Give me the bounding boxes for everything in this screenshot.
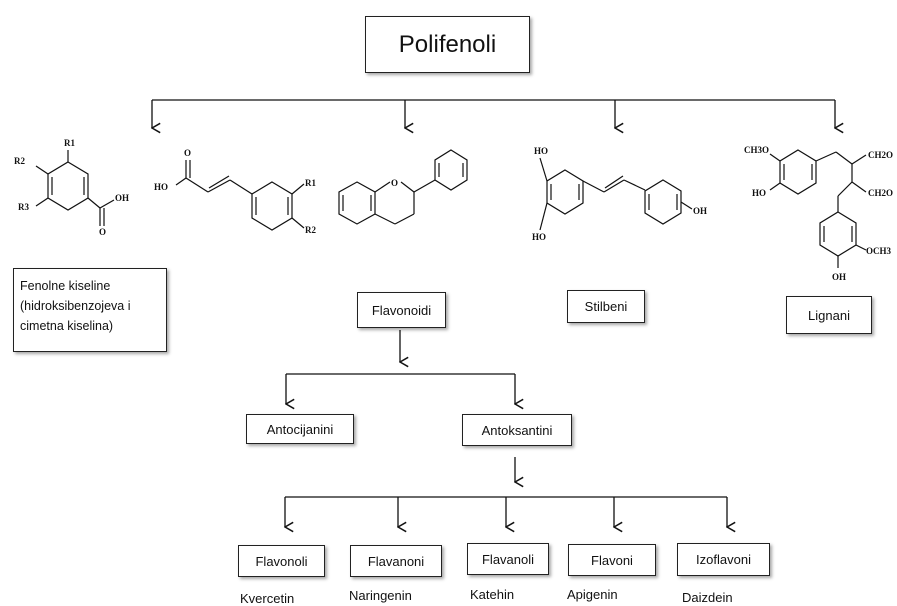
cinnamic-label-r2: R2 [305, 225, 316, 235]
flavonoid-label-o: O [391, 178, 398, 188]
subclass-label: Flavoni [591, 552, 633, 568]
antocijanini-label: Antocijanini [266, 421, 334, 437]
box-lignani: Lignani [786, 296, 872, 334]
benzoic-label-r2: R2 [14, 156, 25, 166]
example-katehin: Katehin [470, 587, 515, 602]
cinnamic-label-r1: R1 [305, 178, 316, 188]
stilbene-label-ho-bottom: HO [532, 232, 546, 242]
root-label: Polifenoli [398, 30, 497, 58]
flavonoid-core-structure [338, 149, 468, 225]
box-stilbeni: Stilbeni [567, 290, 645, 323]
stilbeni-label: Stilbeni [584, 299, 628, 314]
lignan-label-ch2o-top: CH2O [868, 150, 893, 160]
stilbene-label-oh: OH [693, 206, 707, 216]
example-apigenin: Apigenin [567, 587, 618, 602]
example-naringenin: Naringenin [349, 588, 412, 603]
subclass-label: Izoflavoni [696, 552, 751, 567]
stilbene-label-ho-top: HO [534, 146, 548, 156]
lignan-label-ho: HO [752, 188, 766, 198]
example-daizdein: Daizdein [682, 590, 733, 605]
antoksantini-label: Antoksantini [481, 422, 553, 438]
benzoic-label-o: O [99, 227, 106, 237]
lignan-label-och3: OCH3 [866, 246, 892, 256]
subclass-label: Flavanoni [367, 553, 425, 569]
cinnamic-label-o: O [184, 148, 191, 158]
lignan-label-ch3o: CH3O [744, 145, 769, 155]
cinnamic-label-ho: HO [154, 182, 168, 192]
box-subclass-flavanoli: Flavanoli [467, 543, 549, 575]
box-flavonoidi: Flavonoidi [357, 292, 446, 328]
example-kvercetin: Kvercetin [240, 591, 295, 606]
benzoic-acid-structure [35, 150, 115, 226]
flavonoidi-label: Flavonoidi [371, 302, 432, 318]
box-subclass-flavonoli: Flavonoli [238, 545, 325, 577]
box-subclass-flavoni: Flavoni [568, 544, 656, 576]
subclass-label: Flavanoli [481, 551, 535, 567]
lignani-label: Lignani [808, 307, 850, 323]
subclass-label: Flavonoli [255, 553, 308, 569]
phenolic-acids-label: Fenolne kiseline (hidroksibenzojeva i ci… [20, 279, 131, 333]
box-subclass-flavanoni: Flavanoni [350, 545, 442, 577]
box-phenolic-acids: Fenolne kiseline (hidroksibenzojeva i ci… [13, 268, 167, 352]
box-subclass-izoflavoni: Izoflavoni [677, 543, 770, 576]
lignan-label-oh: OH [832, 272, 846, 282]
stilbene-structure [539, 157, 693, 231]
lignan-structure [769, 149, 867, 268]
benzoic-label-r3: R3 [18, 202, 29, 212]
box-antocijanini: Antocijanini [246, 414, 354, 444]
box-antoksantini: Antoksantini [462, 414, 572, 446]
root-box-polifenoli: Polifenoli [365, 16, 530, 73]
benzoic-label-oh: OH [115, 193, 129, 203]
benzoic-label-r1: R1 [64, 138, 75, 148]
cinnamic-acid-structure [175, 160, 305, 231]
lignan-label-ch2o-bottom: CH2O [868, 188, 893, 198]
